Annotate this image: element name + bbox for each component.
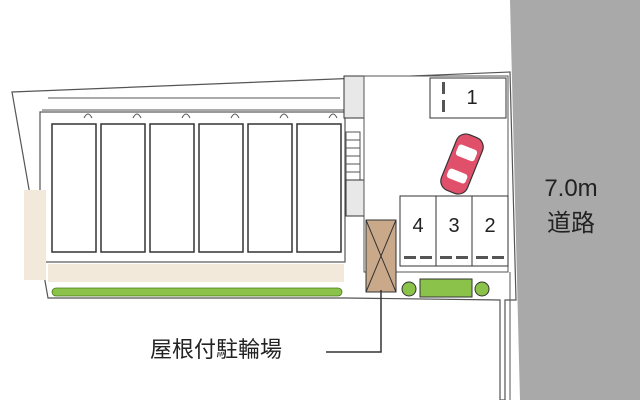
bike-shed-leader: [326, 290, 382, 353]
parking-space-3-number: 3: [448, 215, 460, 237]
unit: [198, 123, 244, 253]
bike-shed-cross: [365, 219, 397, 293]
road-name-label: 道路: [547, 210, 595, 237]
parking-spaces-row: [399, 195, 509, 267]
car-icon: [440, 133, 484, 195]
shrub: [474, 281, 490, 297]
front-path-bottom: [48, 264, 344, 282]
planter: [419, 278, 473, 298]
unit: [100, 123, 146, 253]
apartment-units: [51, 123, 342, 253]
unit: [51, 123, 97, 253]
wheel-stops: [404, 82, 504, 259]
parking-space-1-number: 1: [466, 87, 478, 109]
unit: [247, 123, 293, 253]
unit: [149, 123, 195, 253]
parking-space-4-number: 4: [412, 215, 424, 237]
balcony-rail: [42, 97, 345, 111]
shrub: [401, 281, 417, 297]
unit: [296, 123, 342, 253]
unit-entry-marks: [83, 113, 338, 119]
stairs: [345, 131, 361, 181]
bicycle-parking-label: 屋根付駐輪場: [150, 337, 283, 362]
hedge: [51, 287, 343, 297]
front-path: [24, 190, 46, 280]
road: [510, 0, 640, 400]
parking-space-2-number: 2: [484, 215, 496, 237]
road-width-label: 7.0m: [544, 175, 598, 202]
